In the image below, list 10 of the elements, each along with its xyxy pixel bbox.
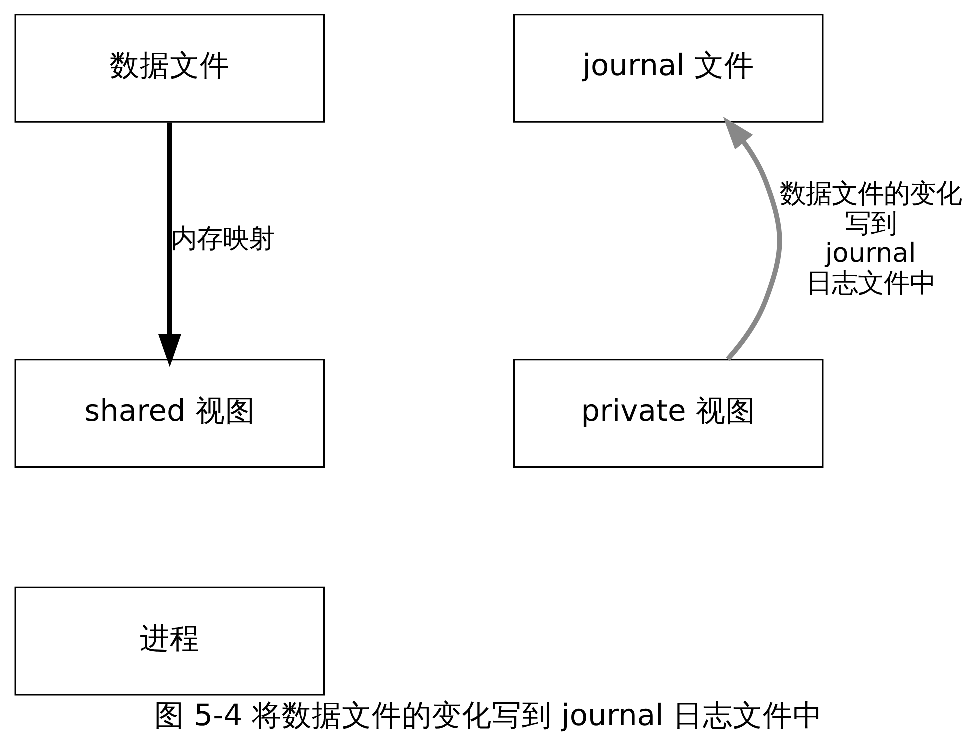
node-box: journal 文件 bbox=[513, 14, 824, 123]
arrow bbox=[723, 116, 782, 361]
node-box: private 视图 bbox=[513, 359, 824, 468]
node-box: shared 视图 bbox=[14, 359, 326, 468]
node-box: 数据文件 bbox=[14, 14, 326, 123]
arrow bbox=[158, 122, 182, 368]
edge-label: 内存映射 bbox=[170, 223, 275, 254]
edge-label: 数据文件的变化写到 journal 日志文件中 bbox=[780, 178, 962, 299]
node-box: 进程 bbox=[14, 586, 326, 696]
caption: 图 5-4 将数据文件的变化写到 journal 日志文件中 bbox=[154, 698, 824, 734]
